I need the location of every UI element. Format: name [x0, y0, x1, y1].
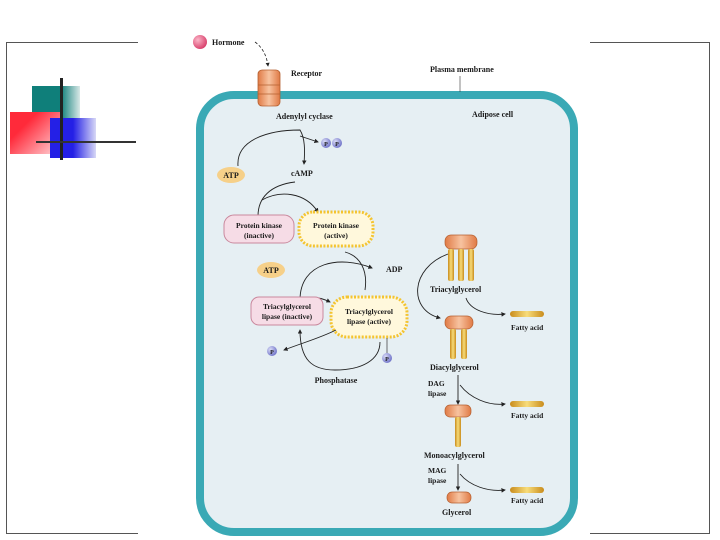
- diagram-text: P: [324, 142, 328, 148]
- receptor-shape: [257, 69, 281, 107]
- diagram-text: lipase (active): [347, 317, 391, 326]
- diagram-text: lipase (inactive): [262, 312, 313, 321]
- tg-chain-1: [448, 249, 454, 281]
- diagram-text: Triacylglycerol: [345, 307, 393, 316]
- adp-label: ADP: [386, 265, 403, 274]
- phosphate-left: [267, 346, 277, 356]
- diagram-text: P: [385, 357, 389, 363]
- hormone-label: Hormone: [212, 38, 245, 47]
- deco-vertical-line: [60, 78, 63, 160]
- deco-blue-square: [50, 118, 96, 158]
- phosphatase-label: Phosphatase: [315, 376, 358, 385]
- atp-label-1: ATP: [223, 171, 239, 180]
- cyclase-arrow: [237, 129, 307, 167]
- ppi-phosphate-b: [332, 138, 342, 148]
- protein-kinase-inactive-box: [223, 214, 295, 244]
- tg-chain-3: [468, 249, 474, 281]
- diacylglycerol-label: Diacylglycerol: [430, 363, 480, 372]
- atp-label-2: ATP: [263, 266, 279, 275]
- hormone-molecule: [193, 35, 207, 49]
- diagram-text: Protein kinase: [236, 221, 283, 230]
- dag-lipase-label-1: DAG: [428, 379, 445, 388]
- receptor-label: Receptor: [291, 69, 323, 78]
- camp-activation-arrow: [261, 193, 319, 213]
- diagram-text: P: [270, 350, 274, 356]
- tg-lipase-inactive-box: [250, 296, 324, 326]
- diagram-text: Triacylglycerol: [263, 302, 311, 311]
- ppi-phosphate-a: [321, 138, 331, 148]
- glycerol-shape: [446, 491, 472, 504]
- plasma-membrane-label: Plasma membrane: [430, 65, 494, 74]
- monoacylglycerol-head: [444, 404, 472, 418]
- dag-lipase-label-2: lipase: [428, 389, 447, 398]
- camp-label: cAMP: [291, 169, 313, 178]
- ppi-arrow: [299, 135, 319, 143]
- hormone-arrow: [254, 41, 270, 67]
- triacylglycerol-label: Triacylglycerol: [430, 285, 482, 294]
- monoacylglycerol-label: Monoacylglycerol: [424, 451, 486, 460]
- adenylyl-cyclase-label: Adenylyl cyclase: [276, 112, 333, 121]
- deco-horizontal-line: [36, 141, 136, 143]
- tg-lipase-active-box: [329, 295, 409, 339]
- atp-ellipse-2: [257, 262, 285, 278]
- diagram-text: (inactive): [244, 231, 274, 240]
- tg-to-dag-arrow: [417, 253, 449, 320]
- atp-ellipse-1: [217, 167, 245, 183]
- diagram-text: Protein kinase: [313, 221, 360, 230]
- fatty-acid-3-label: Fatty acid: [511, 496, 544, 505]
- slide-frame-right: [590, 42, 710, 534]
- glycerol-label: Glycerol: [442, 508, 472, 517]
- fatty-acid-1-label: Fatty acid: [511, 323, 544, 332]
- diagram-text: (active): [324, 231, 348, 240]
- phosphate-right: [382, 353, 392, 363]
- tg-chain-2: [458, 249, 464, 281]
- fatty-acid-3-shape: [510, 487, 544, 493]
- diacylglycerol-head: [444, 315, 474, 330]
- protein-kinase-active-box: [297, 210, 375, 248]
- fatty-acid-2-label: Fatty acid: [511, 411, 544, 420]
- slide-frame-left: [6, 42, 138, 534]
- phosphatase-arrow: [297, 329, 381, 371]
- triacylglycerol-head: [444, 234, 478, 250]
- mag-lipase-label-1: MAG: [428, 466, 446, 475]
- fatty-acid-1-shape: [510, 311, 544, 317]
- mag-lipase-label-2: lipase: [428, 476, 447, 485]
- diagram-text: P: [335, 142, 339, 148]
- adipose-cell-label: Adipose cell: [472, 110, 514, 119]
- fatty-acid-2-shape: [510, 401, 544, 407]
